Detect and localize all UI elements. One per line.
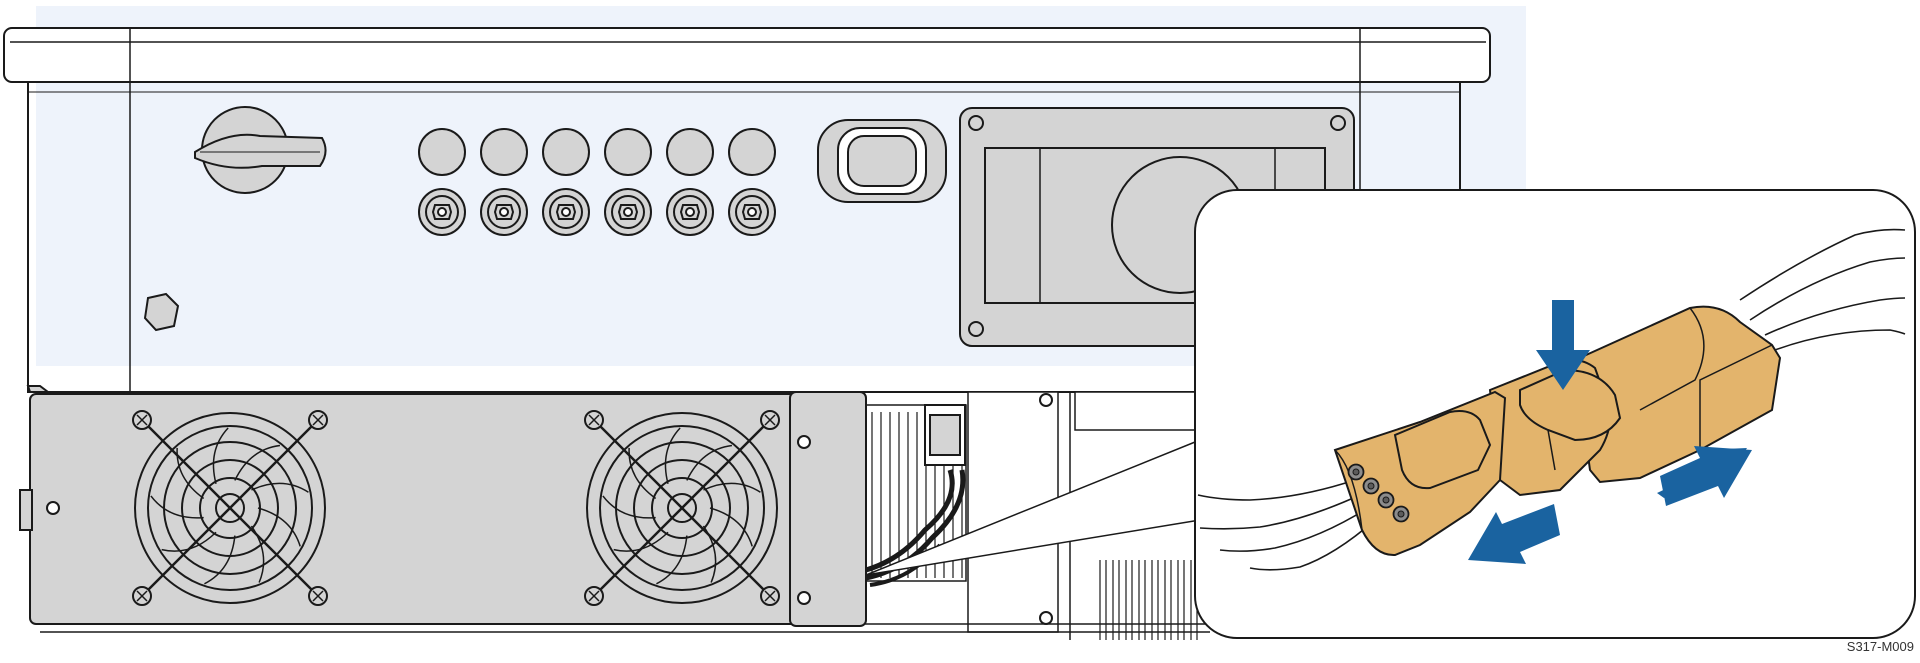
connector-pins: [1347, 463, 1410, 523]
cable-glands-bottom-row: [418, 188, 776, 236]
fan-screw: [132, 410, 152, 430]
cable-gland-cap: [666, 128, 714, 176]
fan-panel: [19, 385, 867, 627]
fan-screw: [308, 410, 328, 430]
connector-plug-latch: [1393, 410, 1492, 490]
cable-gland-connector: [480, 188, 528, 236]
fan-screw: [584, 586, 604, 606]
vent-valve: [143, 292, 180, 332]
fan-screw: [132, 586, 152, 606]
cable-gland-connector: [728, 188, 776, 236]
arrow-diagonal-icon: [1660, 446, 1752, 506]
fan-screw: [760, 586, 780, 606]
cable-gland-cap: [480, 128, 528, 176]
dc-switch: [194, 106, 327, 194]
cable-gland-connector: [604, 188, 652, 236]
fan-screw: [308, 586, 328, 606]
connector-pin: [1347, 463, 1365, 481]
housing-lid: [3, 27, 1491, 83]
communication-port: [817, 119, 947, 203]
connector-female-housing: [1573, 305, 1782, 484]
arrow-diagonal-icon: [1468, 504, 1560, 564]
cable-gland-cap: [418, 128, 466, 176]
cable-gland-cap: [542, 128, 590, 176]
cable-gland-cap: [728, 128, 776, 176]
arrow-down-icon: [1536, 300, 1590, 390]
cable-glands-top-row: [418, 128, 776, 176]
cooling-fan: [132, 410, 328, 606]
connector-latch: [1519, 368, 1622, 442]
figure-code: S317-M009: [1846, 639, 1914, 654]
fan-screw: [584, 410, 604, 430]
connector-pin: [1392, 505, 1410, 523]
connector-pin: [1362, 477, 1380, 495]
cable-gland-cap: [604, 128, 652, 176]
cable-gland-connector: [542, 188, 590, 236]
connector-pin: [1377, 491, 1395, 509]
fan-connector: [1333, 305, 1782, 557]
connector-cables: [1197, 228, 1906, 571]
cooling-fan: [584, 410, 780, 606]
cable-gland-connector: [666, 188, 714, 236]
cable-gland-connector: [418, 188, 466, 236]
fan-screw: [760, 410, 780, 430]
